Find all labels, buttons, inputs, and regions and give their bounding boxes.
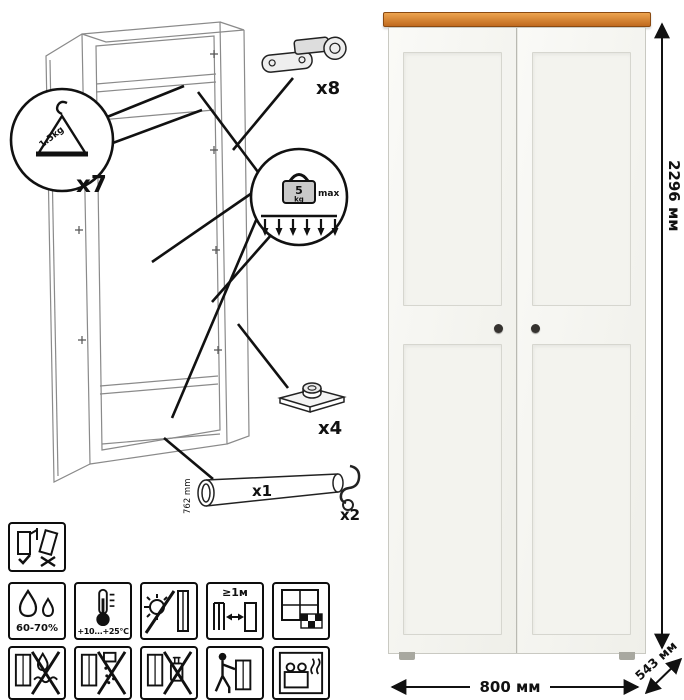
sunlight-icon <box>140 582 198 640</box>
hinge-drawing <box>261 36 347 73</box>
move-carefully-icon <box>206 646 264 700</box>
move-carefully-glyph <box>214 652 252 694</box>
width-dimension: 800 мм <box>390 678 640 696</box>
rod-drawing <box>197 473 344 507</box>
leader-lines <box>106 77 294 480</box>
temperature-icon: +10...+25°C <box>74 582 132 640</box>
sunlight-glyph <box>144 590 189 634</box>
temperature-label: +10...+25°C <box>77 626 129 636</box>
no-heat-source-icon <box>272 646 330 700</box>
humidity-glyph <box>18 588 55 617</box>
no-water-glyph <box>14 651 61 695</box>
rod-length: 762 mm <box>183 479 193 515</box>
load-value: 5 <box>295 184 303 197</box>
foot-drawing <box>277 382 347 414</box>
right-door-knob <box>531 324 540 333</box>
no-solvent-icon <box>140 646 198 700</box>
load-limit-callout: 5 kg max <box>249 147 349 247</box>
height-dimension-label: 2296 мм <box>665 160 683 232</box>
left-door-knob <box>494 324 503 333</box>
no-water-icon <box>8 646 66 700</box>
hook-drawing <box>339 464 361 511</box>
hinge-count: x8 <box>316 78 340 99</box>
hook-count: x2 <box>340 506 360 522</box>
no-abrasive-glyph <box>80 651 127 695</box>
ventilation-glyph <box>281 589 323 629</box>
rod-count: x1 <box>252 482 272 500</box>
no-solvent-glyph <box>146 651 193 695</box>
wardrobe-product-image <box>383 12 651 660</box>
load-unit: kg <box>294 196 304 204</box>
height-dimension: 2296 мм <box>654 22 683 650</box>
wardrobe-top-trim <box>383 12 651 27</box>
load-qualifier: max <box>318 189 339 199</box>
wardrobe-left-foot <box>399 652 415 660</box>
hanger-callout: 1.5kg <box>9 87 115 193</box>
wardrobe-exploded-diagram: 1.5kg x7 5 kg max <box>9 21 361 522</box>
secure-to-wall-icon <box>8 522 66 572</box>
left-door-lower-panel <box>403 344 502 635</box>
secure-to-wall-glyph <box>17 528 59 568</box>
humidity-icon: 60-70% <box>8 582 66 640</box>
load-arrows <box>261 228 339 236</box>
distance-glyph <box>213 602 257 632</box>
hanger-count: x7 <box>76 172 107 198</box>
no-abrasive-icon <box>74 646 132 700</box>
humidity-label: 60-70% <box>15 622 58 634</box>
right-door-upper-panel <box>532 52 631 306</box>
wardrobe-right-foot <box>619 652 635 660</box>
hanger-icon <box>55 100 68 116</box>
distance-label: ≥1м <box>222 586 248 599</box>
width-dimension-label: 800 мм <box>479 678 540 696</box>
weight-handle <box>288 173 310 182</box>
ventilation-icon <box>272 582 330 640</box>
right-door-lower-panel <box>532 344 631 635</box>
wardrobe-body <box>388 27 646 660</box>
wardrobe-left-door <box>389 28 517 653</box>
distance-icon: ≥1м <box>206 582 264 640</box>
temperature-glyph <box>96 588 115 626</box>
left-door-upper-panel <box>403 52 502 306</box>
open-door-outline <box>45 33 91 483</box>
weight-icon <box>282 180 316 204</box>
wardrobe-right-door <box>517 28 645 653</box>
no-heat-source-glyph <box>278 651 324 695</box>
foot-count: x4 <box>318 418 342 439</box>
